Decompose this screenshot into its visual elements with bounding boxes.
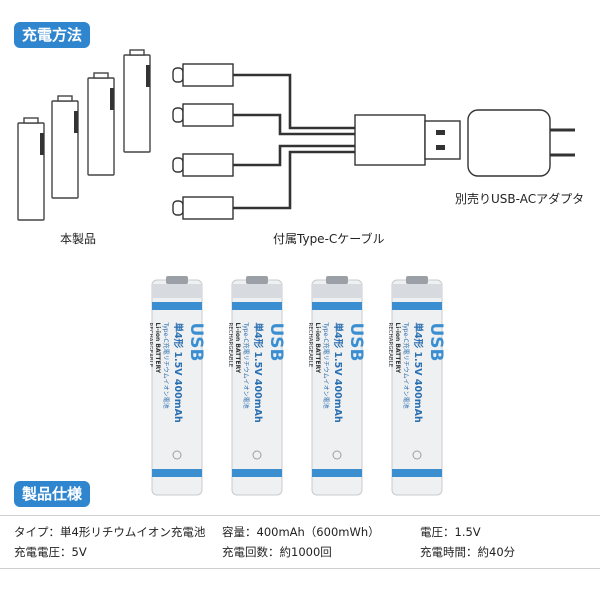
ac-adapter xyxy=(467,109,575,177)
battery-rechargeable-text: RECHARGEABLE xyxy=(227,323,233,368)
battery-spec-text: 単4形 1.5V 400mAh xyxy=(252,323,264,423)
cable-label: 付属Type-Cケーブル xyxy=(273,232,385,246)
type-c-connectors xyxy=(172,63,234,220)
battery-rechargeable-text: RECHARGEABLE xyxy=(307,323,313,368)
spec-type: タイプ：単4形リチウムイオン充電池 xyxy=(14,525,206,539)
battery-li-ion-text: Li-ion BATTERY xyxy=(154,323,161,374)
product-batteries-outline xyxy=(17,49,151,221)
spec-charge-time: 充電時間：約40分 xyxy=(420,545,516,559)
spec-capacity: 容量：400mAh（600mWh） xyxy=(222,525,380,539)
battery-type-text: Type-C充電リチウムイオン電池 xyxy=(322,322,330,409)
battery-spec-text: 単4形 1.5V 400mAh xyxy=(412,323,424,423)
battery-li-ion-text: Li-ion BATTERY xyxy=(234,323,241,374)
charging-method-title: 充電方法 xyxy=(14,22,91,48)
battery-type-text: Type-C充電リチウムイオン電池 xyxy=(242,322,250,409)
battery-type-text: Type-C充電リチウムイオン電池 xyxy=(402,322,410,409)
battery-brand: USB xyxy=(186,323,206,362)
spec-charge-voltage: 充電電圧：5V xyxy=(14,545,87,559)
battery-brand: USB xyxy=(346,323,366,362)
battery-spec-text: 単4形 1.5V 400mAh xyxy=(172,323,184,423)
usb-a-plug xyxy=(354,114,461,166)
battery-brand: USB xyxy=(426,323,446,362)
battery-brand: USB xyxy=(266,323,286,362)
spec-voltage: 電圧：1.5V xyxy=(420,525,481,539)
battery-spec-text: 単4形 1.5V 400mAh xyxy=(332,323,344,423)
cable-wires xyxy=(233,73,355,210)
product-spec-title: 製品仕様 xyxy=(14,481,91,507)
product-label: 本製品 xyxy=(60,232,97,246)
spec-table: タイプ：単4形リチウムイオン充電池 容量：400mAh（600mWh） 電圧：1… xyxy=(0,515,600,569)
adapter-label: 別売りUSB-ACアダプタ xyxy=(455,192,585,206)
spec-charge-cycles: 充電回数：約1000回 xyxy=(222,545,332,559)
battery-li-ion-text: Li-ion BATTERY xyxy=(314,323,321,374)
battery-rechargeable-text: RECHARGEABLE xyxy=(387,323,393,368)
charging-diagram xyxy=(17,49,575,221)
battery-li-ion-text: Li-ion BATTERY xyxy=(394,323,401,374)
battery-type-text: Type-C充電リチウムイオン電池 xyxy=(162,322,170,409)
battery-rechargeable-text: RECHARGEABLE xyxy=(150,323,153,368)
